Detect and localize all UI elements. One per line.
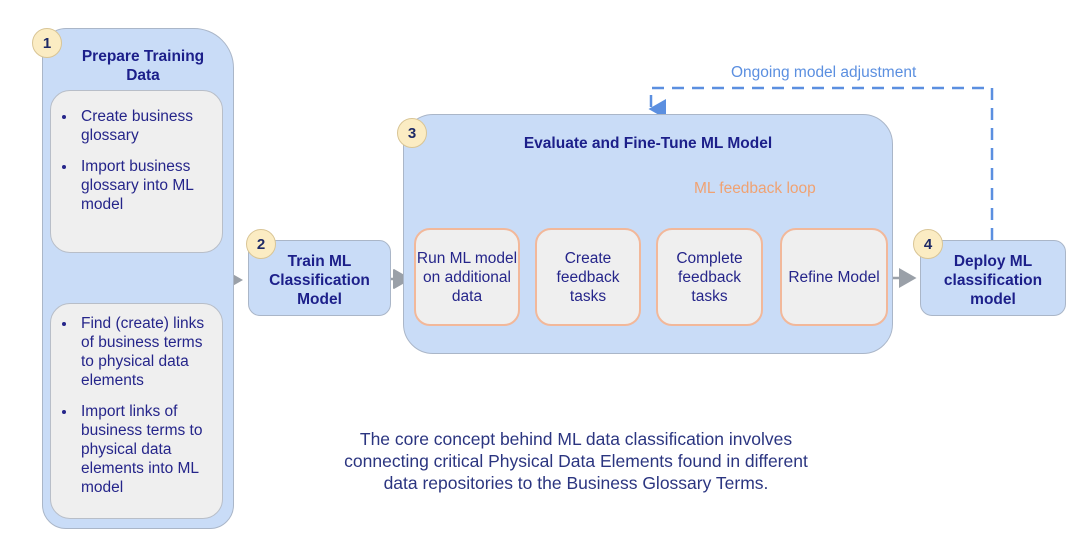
ml-feedback-loop-label: ML feedback loop xyxy=(694,180,816,197)
ongoing-adjustment-label: Ongoing model adjustment xyxy=(731,64,917,81)
stage-4-box: Deploy ML classification model xyxy=(920,240,1066,316)
bullet-item: Import business glossary into ML model xyxy=(77,157,216,214)
stage-1-group-2: Find (create) links of business terms to… xyxy=(50,303,223,519)
stage-1-group-1: Create business glossary Import business… xyxy=(50,90,223,253)
ongoing-adjustment-line xyxy=(648,86,994,240)
footer-caption: The core concept behind ML data classifi… xyxy=(344,429,808,493)
task-complete-feedback: Complete feedback tasks xyxy=(656,228,763,326)
task-run-ml-model: Run ML model on additional data xyxy=(414,228,520,326)
stage-2-badge: 2 xyxy=(246,229,276,259)
stage-2-box: Train ML Classification Model xyxy=(248,240,391,316)
task-refine-model: Refine Model xyxy=(780,228,888,326)
stage-4-badge: 4 xyxy=(913,229,943,259)
stage-1-title: Prepare Training Data xyxy=(81,48,205,84)
stage-1-group-2-list: Find (create) links of business terms to… xyxy=(57,314,216,497)
bullet-item: Import links of business terms to physic… xyxy=(77,402,216,497)
stage-3-title: Evaluate and Fine-Tune ML Model xyxy=(523,135,773,152)
bullet-item: Create business glossary xyxy=(77,107,216,145)
stage-1-badge: 1 xyxy=(32,28,62,58)
stage-3-badge: 3 xyxy=(397,118,427,148)
bullet-item: Find (create) links of business terms to… xyxy=(77,314,216,390)
stage-1-group-1-list: Create business glossary Import business… xyxy=(57,107,216,214)
stage-2-title: Train ML Classification Model xyxy=(269,252,370,308)
stage-4-title: Deploy ML classification model xyxy=(943,252,1043,308)
task-create-feedback: Create feedback tasks xyxy=(535,228,641,326)
